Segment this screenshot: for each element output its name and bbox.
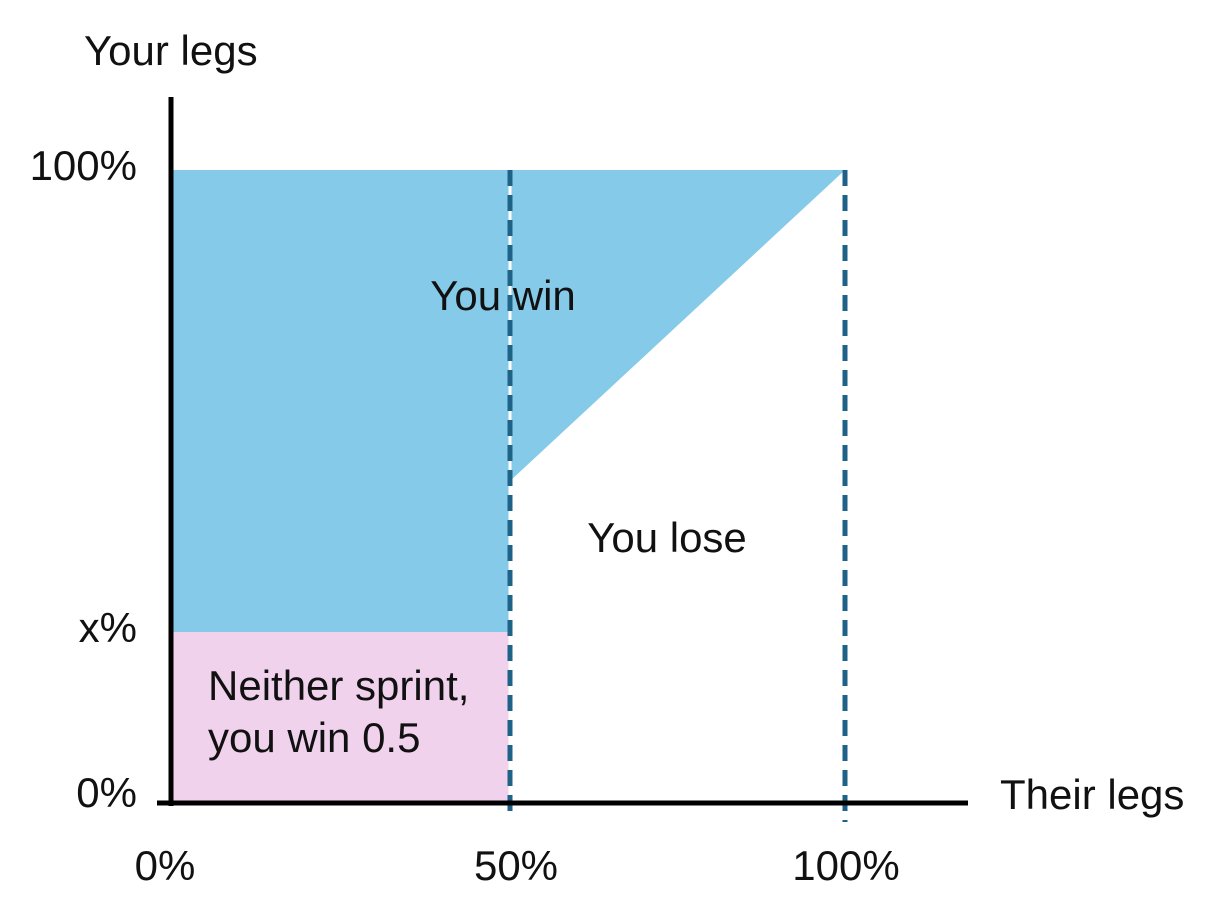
y-tick-x: x% (78, 604, 137, 651)
you-win-label: You win (430, 272, 576, 319)
x-axis-title: Their legs (1000, 771, 1185, 818)
neither-sprint-region (171, 632, 510, 803)
neither-sprint-label-line2: you win 0.5 (208, 714, 421, 762)
y-axis-title: Your legs (84, 27, 258, 74)
y-tick-100: 100% (29, 142, 137, 189)
y-tick-0: 0% (76, 769, 137, 816)
neither-sprint-label: Neither sprint, you win 0.5 (208, 660, 469, 764)
neither-sprint-label-line1: Neither sprint, (208, 662, 470, 709)
you-lose-label: You lose (587, 514, 747, 561)
x-tick-50: 50% (473, 842, 559, 889)
x-tick-100: 100% (792, 842, 900, 889)
x-tick-0: 0% (134, 842, 196, 889)
